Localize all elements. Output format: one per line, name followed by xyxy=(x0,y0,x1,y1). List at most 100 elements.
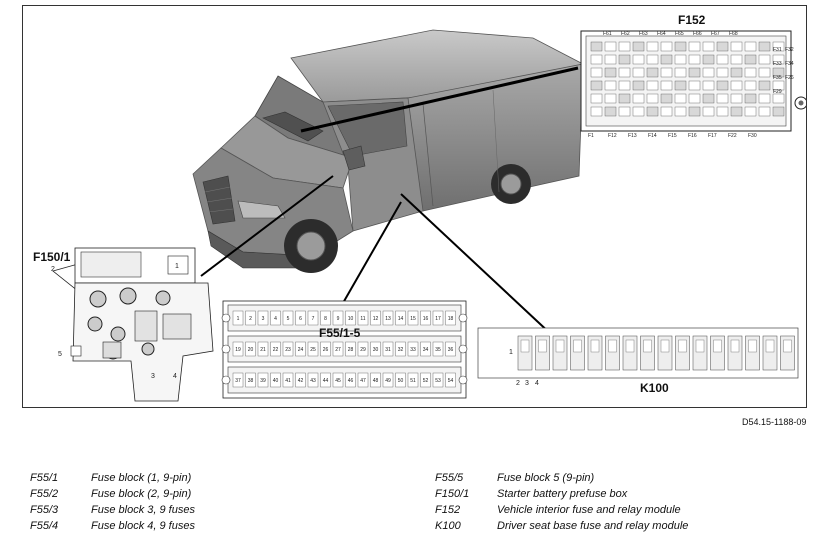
legend-row: K100 Driver seat base fuse and relay modu… xyxy=(435,520,688,536)
fuse-slot xyxy=(395,310,406,326)
f152-slot xyxy=(744,93,757,104)
mount-hole xyxy=(458,375,468,385)
fuse-number: 19 xyxy=(235,347,241,353)
fuse-number: 9 xyxy=(337,316,340,322)
f152-pin-label: F16 xyxy=(688,133,697,139)
f152-pin-label: F1 xyxy=(588,133,594,139)
fuse-slot xyxy=(407,341,419,357)
fuse-number: 38 xyxy=(248,378,254,384)
fuse-slot xyxy=(232,341,244,357)
f152-slot xyxy=(590,67,603,78)
f152-slot xyxy=(632,106,645,117)
f152-slot xyxy=(772,54,785,65)
f152-slot xyxy=(632,54,645,65)
f152-pin-label: F12 xyxy=(608,133,617,139)
f152-pin-label: F64 xyxy=(657,31,666,37)
legend-key: F55/2 xyxy=(30,488,59,500)
f152-pin-label: F61 xyxy=(603,31,612,37)
f152-slot xyxy=(660,54,673,65)
f152-slot xyxy=(688,41,701,52)
fuse-number: 53 xyxy=(435,378,441,384)
f152-slot xyxy=(618,41,631,52)
fuse-number: 25 xyxy=(310,347,316,353)
fuse-slot xyxy=(295,341,306,357)
fuse-number: 31 xyxy=(385,347,391,353)
f152-slot xyxy=(772,106,785,117)
f152-slot xyxy=(688,80,701,91)
fuse-slot xyxy=(345,372,356,388)
fuse-slot xyxy=(245,372,256,388)
legend-desc: Starter battery prefuse box xyxy=(497,488,628,500)
legend-key: F55/5 xyxy=(435,472,464,484)
fuse-number: 28 xyxy=(348,347,354,353)
f152-slot xyxy=(660,106,673,117)
f152-slot xyxy=(646,106,659,117)
mount-hole xyxy=(221,375,231,385)
fuse-number: 44 xyxy=(323,378,329,384)
f152-slot xyxy=(688,106,701,117)
fuse-number: 18 xyxy=(448,316,454,322)
fuse-number: 13 xyxy=(385,316,391,322)
fuse-slot xyxy=(395,341,406,357)
fuse-number: 21 xyxy=(260,347,266,353)
legend-key: K100 xyxy=(435,520,461,532)
fuse-slot xyxy=(232,310,244,326)
fuse-slot xyxy=(370,372,381,388)
f152-pin-label: F62 xyxy=(621,31,630,37)
fuse-number: 20 xyxy=(248,347,254,353)
fuse-number: 22 xyxy=(273,347,279,353)
f152-pin-label: F32 xyxy=(785,47,794,53)
fuse-slot xyxy=(245,310,256,326)
f152-pin-label: F34 xyxy=(785,61,794,67)
fuse-number: 2 xyxy=(249,316,252,322)
k100-fuse xyxy=(538,339,547,353)
f152-pin-label: F29 xyxy=(773,89,782,95)
fuse-number: 48 xyxy=(373,378,379,384)
f152-slot xyxy=(716,67,729,78)
k100-fuse xyxy=(678,339,687,353)
f150-pin-label: 3 xyxy=(151,373,155,380)
fuse-number: 27 xyxy=(335,347,341,353)
f152-slot xyxy=(772,80,785,91)
k100-pin-label: 3 xyxy=(525,380,529,387)
mount-hole xyxy=(458,344,468,354)
k100-fuse xyxy=(660,339,670,353)
fuse-slot xyxy=(345,310,356,326)
fuse-number: 15 xyxy=(410,316,416,322)
fuse-number: 52 xyxy=(423,378,429,384)
f150-1-label: F150/1 xyxy=(33,250,71,264)
fuse-number: 17 xyxy=(435,316,441,322)
fuse-slot xyxy=(332,341,344,357)
f152-slot xyxy=(590,80,603,91)
fuse-slot xyxy=(357,341,369,357)
f152-slot xyxy=(758,41,771,52)
f152-slot xyxy=(618,67,631,78)
f152-slot xyxy=(772,93,785,104)
f152-slot xyxy=(660,67,673,78)
f152-slot xyxy=(744,67,757,78)
legend-key: F150/1 xyxy=(435,488,470,500)
k100-fuse xyxy=(608,339,617,353)
f152-pin-label: F22 xyxy=(728,133,737,139)
fuse-number: 41 xyxy=(285,378,291,384)
fuse-number: 23 xyxy=(285,347,291,353)
fuse-number: 40 xyxy=(273,378,279,384)
f152-slot xyxy=(604,41,617,52)
legend-desc: Driver seat base fuse and relay module xyxy=(497,520,689,532)
fuse-slot xyxy=(407,310,419,326)
k100-pin-label: 4 xyxy=(535,380,539,387)
f152-slot xyxy=(730,80,743,91)
fuse-number: 16 xyxy=(423,316,429,322)
k100-pin-label: 2 xyxy=(516,380,520,387)
fuse-slot xyxy=(295,372,306,388)
fuse-number: 54 xyxy=(448,378,454,384)
fuse-slot xyxy=(257,372,269,388)
legend-row: F150/1 Starter battery prefuse box xyxy=(435,488,688,504)
f152-slot xyxy=(730,93,743,104)
fuse-slot xyxy=(370,310,381,326)
f152-pin-label: F13 xyxy=(628,133,637,139)
f152-slot xyxy=(632,67,645,78)
